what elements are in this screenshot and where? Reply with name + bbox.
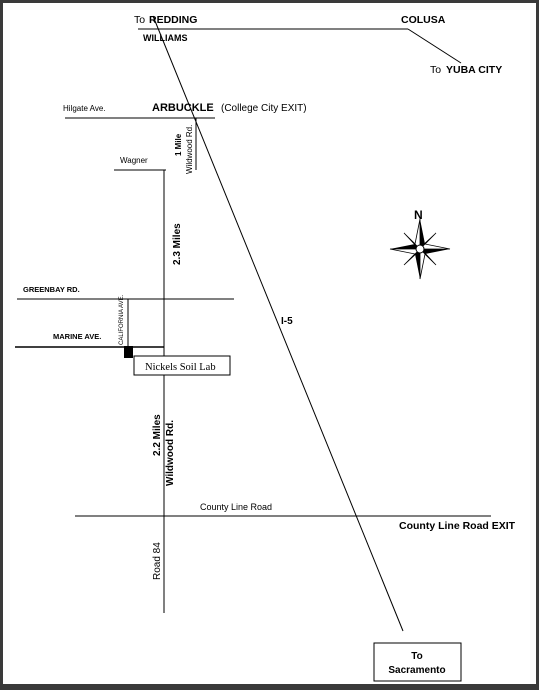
sacramento-box — [373, 642, 462, 682]
college-city-exit-label: (College City EXIT) — [221, 103, 307, 114]
to-yuba-prefix: To — [430, 64, 441, 76]
county-line-road-label: County Line Road — [200, 502, 272, 512]
marine-ave-label: MARINE AVE. — [53, 332, 101, 341]
hilgate-label: Hilgate Ave. — [63, 104, 106, 113]
redding-label: REDDING — [149, 14, 197, 26]
yuba-city-label: YUBA CITY — [446, 64, 502, 76]
greenbay-label: GREENBAY RD. — [23, 285, 80, 294]
county-line-exit-label: County Line Road EXIT — [399, 520, 516, 532]
nickels-soil-lab-label: Nickels Soil Lab — [145, 362, 216, 373]
compass-rose-icon — [389, 218, 451, 280]
i5-label: I-5 — [281, 316, 293, 327]
road-84-label: Road 84 — [152, 542, 163, 580]
two-three-miles-label: 2.3 Miles — [172, 223, 183, 265]
lab-label-box — [133, 355, 231, 376]
lab-marker-icon — [124, 346, 133, 358]
one-mile-label: 1 Mile — [174, 133, 183, 156]
map-canvas: To REDDING COLUSA WILLIAMS To YUBA CITY … — [15, 14, 516, 682]
to-redding-prefix: To — [134, 14, 145, 26]
two-two-miles-label: 2.2 Miles — [152, 414, 163, 456]
california-ave-label: CALIFORNIA AVE. — [119, 294, 125, 345]
williams-label: WILLIAMS — [143, 33, 188, 43]
wildwood-rd-south-label: Wildwood Rd. — [165, 420, 176, 486]
road-to-yuba-city — [407, 28, 462, 64]
sacramento-label: Sacramento — [388, 665, 445, 676]
wagner-label: Wagner — [120, 156, 148, 165]
north-label: N — [414, 208, 423, 222]
wildwood-rd-north-label: Wildwood Rd. — [185, 125, 194, 174]
colusa-label: COLUSA — [401, 14, 446, 26]
arbuckle-label: ARBUCKLE — [152, 102, 214, 114]
sacramento-to-label: To — [411, 651, 422, 662]
